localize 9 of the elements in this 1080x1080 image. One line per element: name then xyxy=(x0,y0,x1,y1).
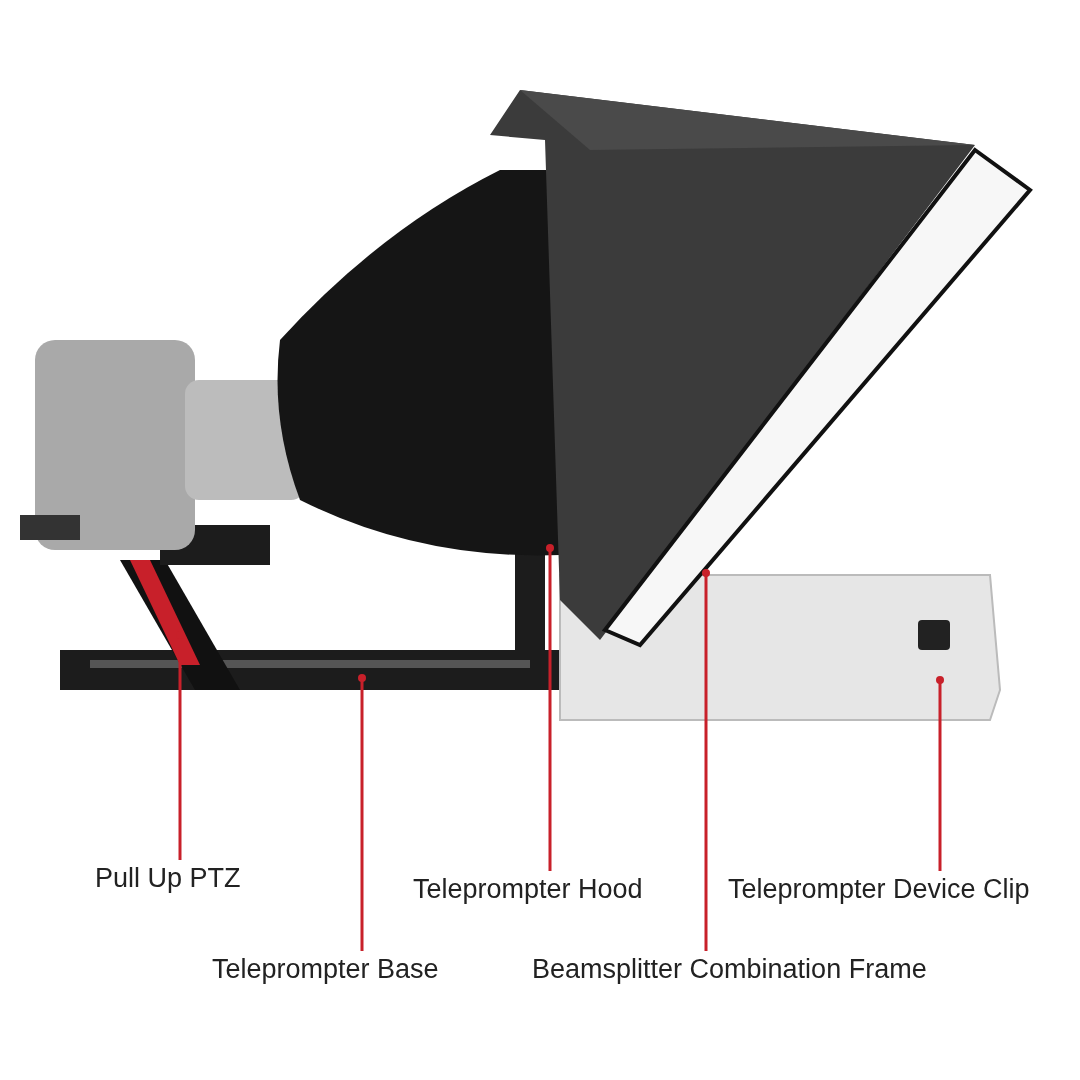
part-label: Beamsplitter Combination Frame xyxy=(532,953,927,985)
leader-line xyxy=(702,569,710,951)
part-label: Teleprompter Base xyxy=(212,953,439,985)
leader-line xyxy=(358,674,366,951)
part-label: Teleprompter Device Clip xyxy=(728,873,1030,905)
part-label: Teleprompter Hood xyxy=(413,873,643,905)
part-label: Pull Up PTZ xyxy=(95,862,241,894)
leader-line xyxy=(936,676,944,871)
leader-line xyxy=(546,544,554,871)
